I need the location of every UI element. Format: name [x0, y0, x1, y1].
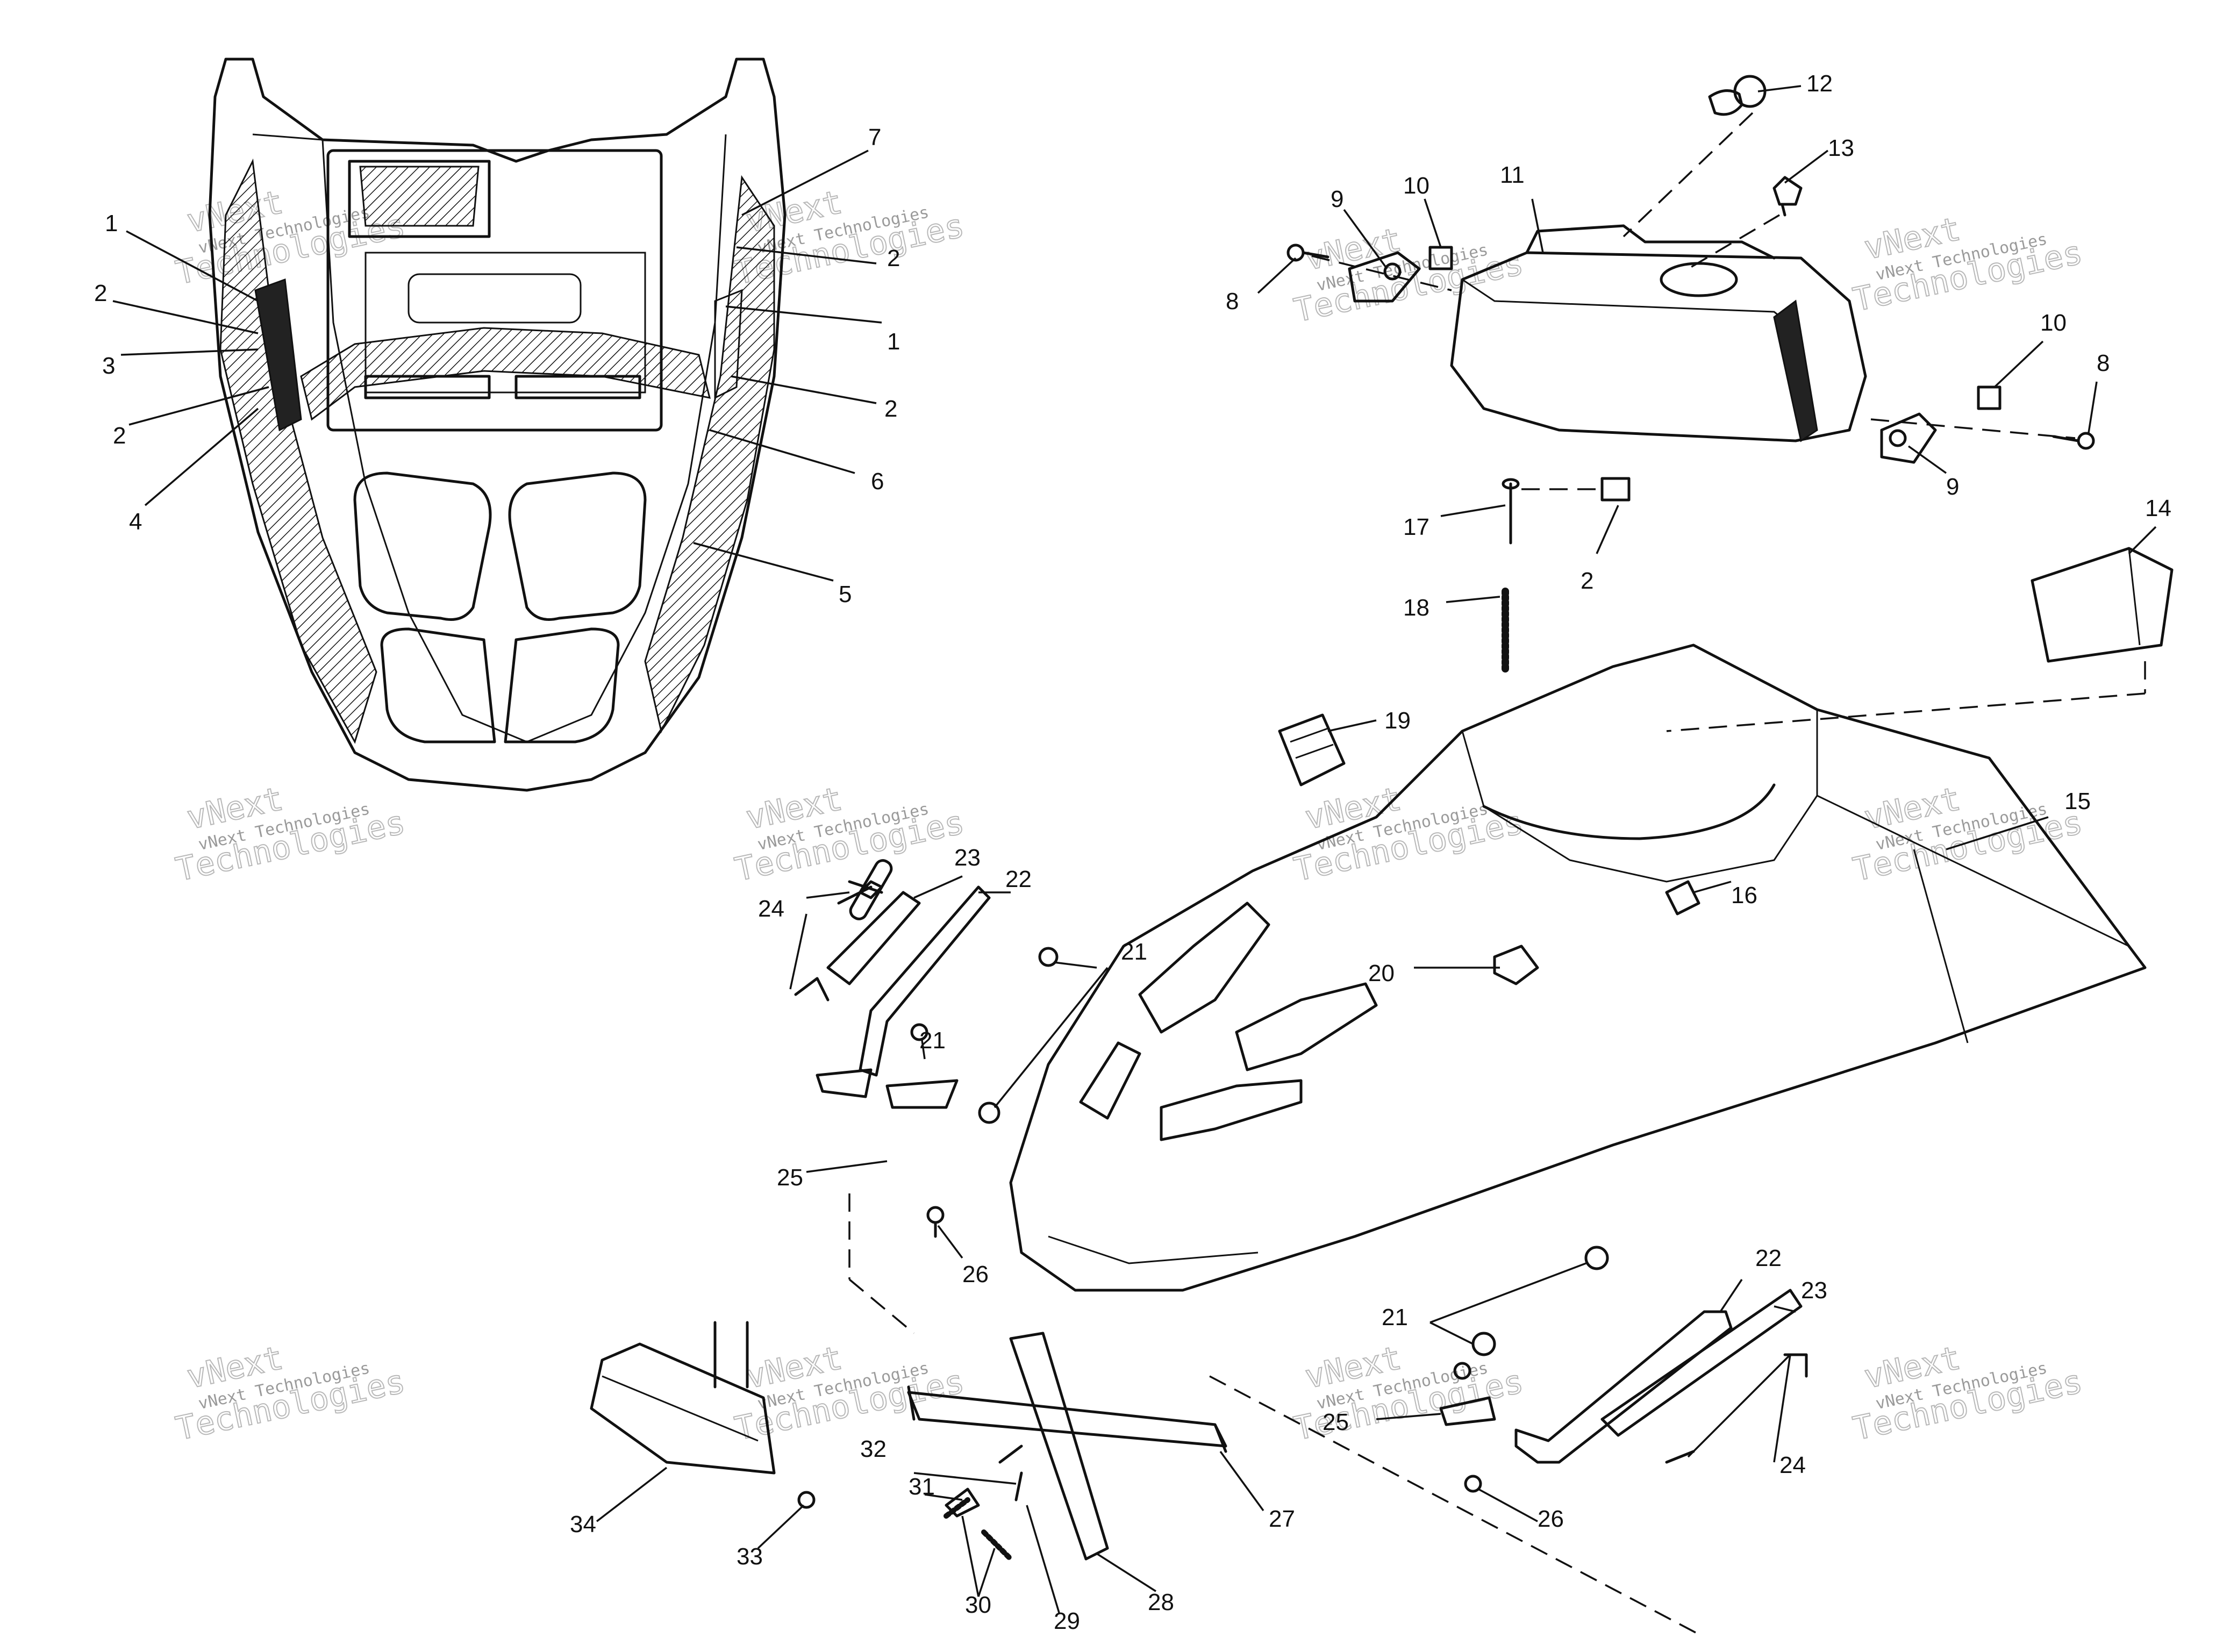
callout-2: 2 [887, 245, 900, 271]
callout-24: 24 [758, 896, 784, 922]
watermark: vNext vNext Technologies Technologies [172, 779, 409, 889]
callout-8: 8 [2097, 350, 2110, 376]
callout-31: 31 [909, 1474, 935, 1500]
callout-2: 2 [113, 423, 126, 449]
callout-23: 23 [1801, 1277, 1827, 1304]
leader-lines [112, 85, 2157, 1613]
headlight-assembly [1286, 75, 2095, 464]
callout-22: 22 [1755, 1245, 1782, 1271]
watermark: vNext vNext Technologies Technologies [1290, 220, 1527, 330]
callout-3: 3 [102, 353, 115, 379]
callout-11: 11 [1500, 162, 1525, 188]
callout-7: 7 [868, 124, 881, 151]
callout-26: 26 [1538, 1506, 1564, 1532]
hinge-pin-group [1502, 477, 1631, 676]
callout-5: 5 [839, 581, 852, 607]
callout-1: 1 [887, 328, 900, 355]
callout-13: 13 [1828, 135, 1854, 161]
light-bracket-14 [1666, 547, 2174, 732]
callout-16: 16 [1731, 882, 1757, 909]
callout-32: 32 [860, 1436, 887, 1462]
callout-22: 22 [1005, 866, 1032, 892]
callout-23: 23 [954, 845, 981, 871]
callout-1: 1 [105, 210, 118, 237]
callout-24: 24 [1779, 1452, 1806, 1478]
hood-side-view [1009, 643, 2147, 1292]
callout-2: 2 [1581, 568, 1593, 594]
callout-20: 20 [1368, 960, 1395, 986]
callout-27: 27 [1269, 1506, 1295, 1532]
callout-21: 21 [919, 1027, 946, 1054]
watermark: vNext vNext Technologies Technologies [1849, 779, 2086, 889]
left-hinge-group [794, 859, 1059, 1238]
callout-18: 18 [1403, 595, 1429, 621]
pad-19 [1278, 713, 1346, 786]
callout-6: 6 [871, 468, 884, 495]
watermark: vNext vNext Technologies Technologies [1849, 1339, 2086, 1448]
callout-12: 12 [1806, 70, 1833, 97]
callout-4: 4 [129, 509, 142, 535]
callout-25: 25 [1323, 1409, 1349, 1435]
lower-bracket-group [590, 1193, 1699, 1635]
callout-2: 2 [884, 396, 897, 422]
callout-2: 2 [94, 280, 107, 306]
callout-29: 29 [1054, 1608, 1080, 1634]
callout-8: 8 [1226, 288, 1239, 314]
watermark: vNext vNext Technologies Technologies [731, 1339, 968, 1448]
callout-28: 28 [1148, 1589, 1174, 1615]
callout-labels: 1 2 3 2 4 7 2 1 2 6 5 12 13 11 10 9 8 10… [94, 70, 2171, 1634]
callout-9: 9 [1946, 474, 1959, 500]
callout-10: 10 [2040, 310, 2067, 336]
callout-17: 17 [1403, 514, 1429, 540]
callout-9: 9 [1331, 186, 1343, 212]
callout-21: 21 [1121, 939, 1147, 965]
callout-25: 25 [777, 1164, 803, 1191]
callout-26: 26 [962, 1261, 989, 1288]
callout-10: 10 [1403, 173, 1429, 199]
callout-15: 15 [2064, 788, 2091, 814]
right-hinge-group [1439, 1246, 1808, 1493]
callout-33: 33 [737, 1543, 763, 1570]
callout-21: 21 [1382, 1304, 1408, 1331]
watermark: vNext vNext Technologies Technologies [172, 1339, 409, 1448]
watermark: vNext vNext Technologies Technologies [1849, 210, 2086, 319]
watermark: vNext vNext Technologies Technologies [731, 779, 968, 889]
callout-14: 14 [2145, 495, 2171, 521]
callout-19: 19 [1384, 707, 1411, 734]
hood-top-view [208, 58, 787, 792]
callout-30: 30 [965, 1592, 991, 1618]
callout-34: 34 [570, 1511, 596, 1537]
